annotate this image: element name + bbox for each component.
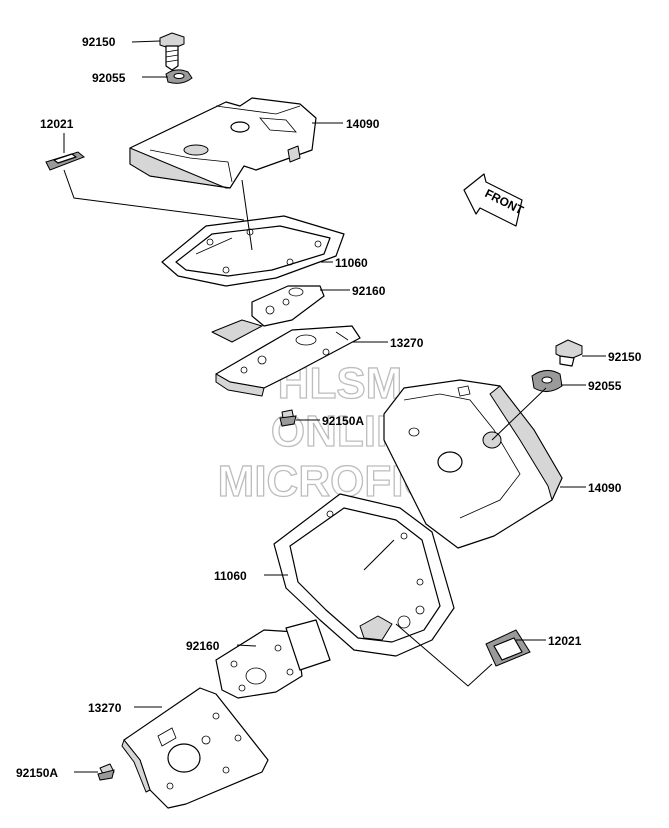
top-bolt-part[interactable]: [159, 32, 185, 71]
callout-top-gasket: 11060: [335, 256, 368, 270]
callout-lower-gasket: 11060: [214, 569, 247, 583]
right-washer-part[interactable]: [531, 370, 563, 392]
callout-top-bolt: 92150: [82, 35, 116, 49]
top-gasket-part[interactable]: [161, 215, 345, 287]
top-plate-part[interactable]: [211, 285, 325, 343]
top-bracket-part[interactable]: [215, 325, 361, 397]
right-cover-part[interactable]: [383, 379, 563, 549]
callout-lower-screw: 92150A: [16, 766, 58, 780]
lower-screw-part[interactable]: [97, 763, 115, 781]
callout-right-washer: 92055: [588, 379, 622, 393]
top-cover-part[interactable]: [129, 97, 317, 189]
callout-lower-plate: 92160: [186, 639, 220, 653]
leader-lines: [63, 40, 606, 773]
lower-rubber-part[interactable]: [485, 629, 531, 667]
right-bolt-part[interactable]: [555, 339, 583, 367]
lower-gasket-part[interactable]: [273, 493, 455, 657]
callout-lower-bracket: 13270: [88, 701, 122, 715]
top-washer-part[interactable]: [165, 69, 193, 84]
callout-right-bolt: 92150: [608, 350, 642, 364]
lower-bracket-part[interactable]: [121, 687, 269, 809]
callout-top-washer: 92055: [92, 71, 126, 85]
callout-lower-rubber: 12021: [548, 634, 582, 648]
callout-top-cover: 14090: [346, 117, 380, 131]
top-rubber-part[interactable]: [45, 151, 85, 171]
callout-top-bracket: 13270: [390, 336, 424, 350]
callout-top-plate: 92160: [352, 284, 386, 298]
callout-top-rubber: 12021: [40, 117, 74, 131]
top-screw-part[interactable]: [279, 409, 297, 427]
front-arrow: FRONT: [463, 173, 526, 227]
callout-right-cover: 14090: [588, 481, 622, 495]
lower-plate-part[interactable]: [215, 619, 331, 699]
callout-top-screw: 92150A: [322, 414, 364, 428]
callout-labels: 92150 92055 12021 14090 11060 92160 1327…: [16, 35, 642, 780]
